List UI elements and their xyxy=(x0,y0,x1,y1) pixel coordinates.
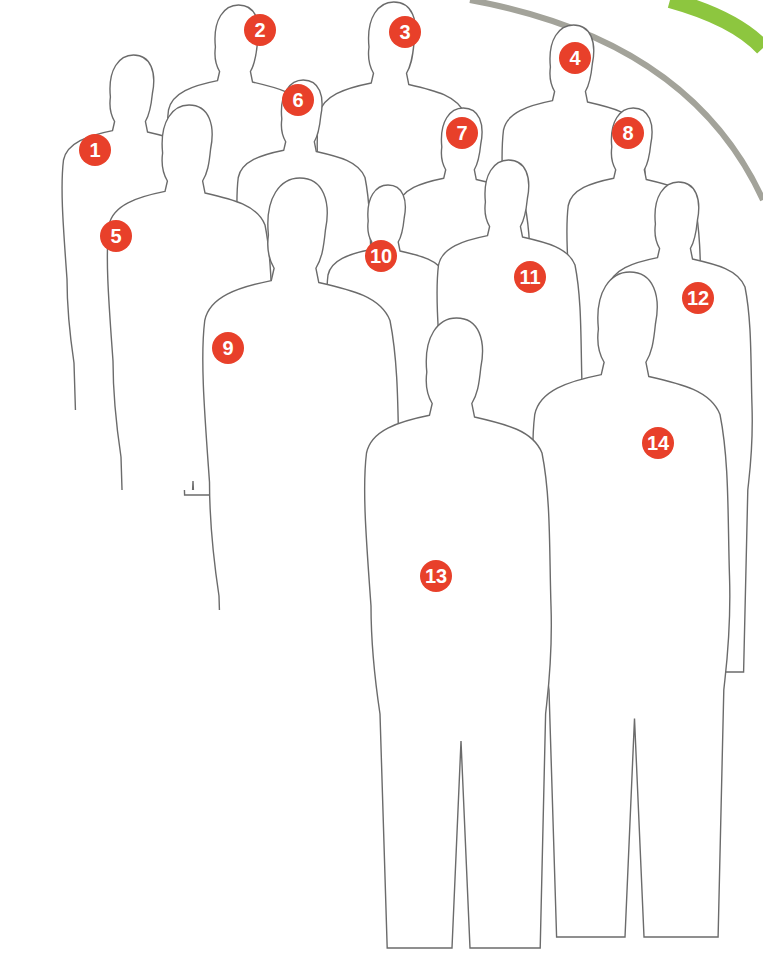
callout-number: 13 xyxy=(420,560,452,592)
person-silhouette xyxy=(365,318,552,948)
callout-number: 14 xyxy=(642,427,674,459)
callout-number: 3 xyxy=(389,16,421,48)
callout-number: 4 xyxy=(559,42,591,74)
callout-number: 5 xyxy=(100,220,132,252)
callout-number: 12 xyxy=(682,282,714,314)
callout-number: 11 xyxy=(514,261,546,293)
callout-number: 2 xyxy=(244,14,276,46)
callout-number: 7 xyxy=(446,117,478,149)
person-silhouette xyxy=(533,272,730,937)
callout-number: 9 xyxy=(212,332,244,364)
callout-number: 10 xyxy=(365,240,397,272)
callout-number: 1 xyxy=(79,134,111,166)
decor-arc xyxy=(670,0,763,48)
callout-number: 8 xyxy=(612,117,644,149)
callout-number: 6 xyxy=(282,84,314,116)
